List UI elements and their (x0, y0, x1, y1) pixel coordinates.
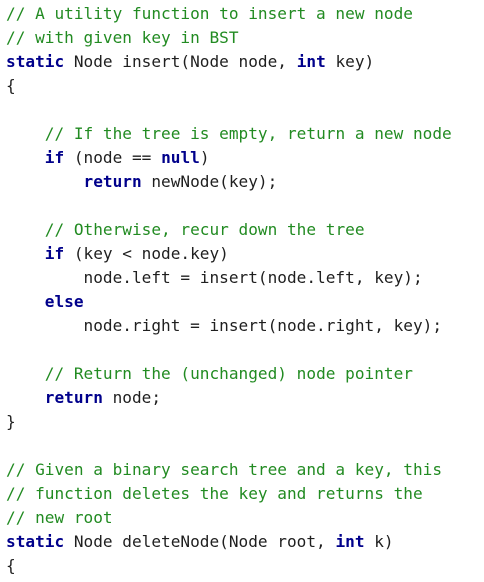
code-line: } (6, 410, 484, 434)
code-text: node; (102, 388, 162, 407)
code-line (6, 434, 484, 458)
code-comment: // function deletes the key and returns … (6, 484, 423, 503)
code-text: newNode(key); (141, 172, 278, 191)
code-keyword: if (44, 244, 65, 263)
code-line: { (6, 554, 484, 578)
code-comment: // with given key in BST (6, 28, 239, 47)
code-keyword: int (296, 52, 326, 71)
code-line: return newNode(key); (6, 170, 484, 194)
code-line: node.right = insert(node.right, key); (6, 314, 484, 338)
code-comment: // Otherwise, recur down the tree (44, 220, 365, 239)
code-keyword: if (44, 148, 65, 167)
code-line: return node; (6, 386, 484, 410)
code-comment: // If the tree is empty, return a new no… (44, 124, 452, 143)
code-text: Node insert(Node node, (64, 52, 297, 71)
code-line: // new root (6, 506, 484, 530)
code-text: (key < node.key) (64, 244, 229, 263)
code-keyword: static (6, 52, 65, 71)
code-text: { (6, 76, 16, 95)
code-line: if (node == null) (6, 146, 484, 170)
code-text (6, 292, 45, 311)
code-line (6, 194, 484, 218)
code-comment: // Return the (unchanged) node pointer (44, 364, 413, 383)
code-keyword: int (335, 532, 365, 551)
code-comment: // new root (6, 508, 113, 527)
code-text: Node deleteNode(Node root, (64, 532, 336, 551)
code-text (6, 172, 84, 191)
code-text: ) (199, 148, 210, 167)
code-line: // function deletes the key and returns … (6, 482, 484, 506)
code-line: // Return the (unchanged) node pointer (6, 362, 484, 386)
code-line: static Node deleteNode(Node root, int k) (6, 530, 484, 554)
code-keyword: return (44, 388, 103, 407)
code-text (6, 148, 45, 167)
code-line: // Otherwise, recur down the tree (6, 218, 484, 242)
code-keyword: else (44, 292, 84, 311)
code-line: else (6, 290, 484, 314)
code-text: (node == (64, 148, 162, 167)
code-text: node.left = insert(node.left, key); (6, 268, 423, 287)
code-text: key) (325, 52, 375, 71)
code-line: // If the tree is empty, return a new no… (6, 122, 484, 146)
code-text (6, 364, 45, 383)
code-text (6, 124, 45, 143)
code-text (6, 244, 45, 263)
code-line: // with given key in BST (6, 26, 484, 50)
code-line (6, 98, 484, 122)
code-line: node.left = insert(node.left, key); (6, 266, 484, 290)
code-keyword: static (6, 532, 65, 551)
code-comment: // Given a binary search tree and a key,… (6, 460, 443, 479)
code-comment: // A utility function to insert a new no… (6, 4, 413, 23)
code-text: { (6, 556, 16, 575)
code-keyword: null (161, 148, 200, 167)
code-text: } (6, 412, 16, 431)
code-keyword: return (83, 172, 142, 191)
code-line: if (key < node.key) (6, 242, 484, 266)
code-text: node.right = insert(node.right, key); (6, 316, 443, 335)
code-text: k) (364, 532, 394, 551)
code-text (6, 388, 45, 407)
code-line: // Given a binary search tree and a key,… (6, 458, 484, 482)
code-text (6, 220, 45, 239)
code-line: { (6, 74, 484, 98)
code-line: // A utility function to insert a new no… (6, 2, 484, 26)
code-line (6, 338, 484, 362)
code-line: static Node insert(Node node, int key) (6, 50, 484, 74)
